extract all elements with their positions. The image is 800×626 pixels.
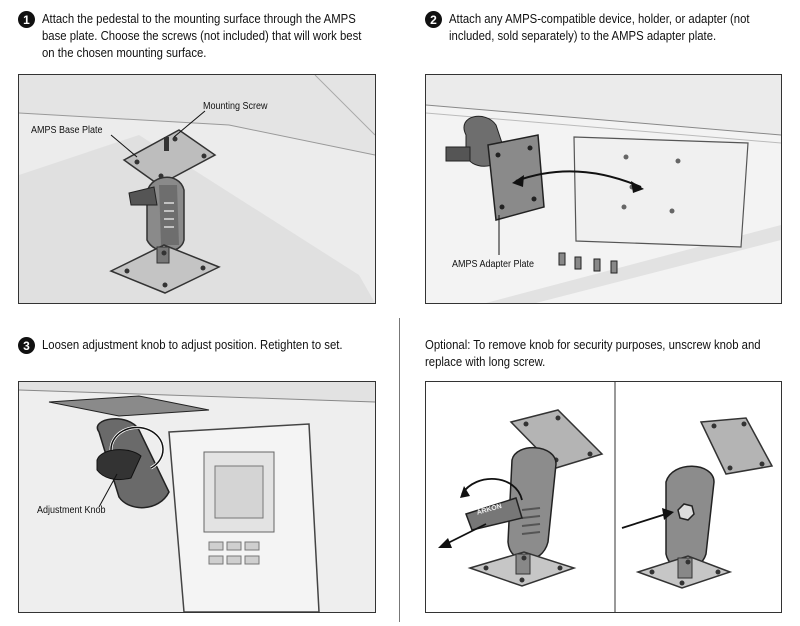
optional-text: Optional: To remove knob for security pu… [425, 338, 761, 369]
adjustment-knob-label: Adjustment Knob [37, 505, 106, 516]
mounting-screw-label: Mounting Screw [203, 101, 268, 112]
step-2-number: 2 [425, 11, 442, 28]
step-1-number: 1 [18, 11, 35, 28]
step-3-illustration: Adjustment Knob [18, 381, 376, 613]
step-1-text: Attach the pedestal to the mounting surf… [42, 12, 362, 60]
amps-base-plate-label: AMPS Base Plate [31, 125, 103, 136]
step-1: 1 Attach the pedestal to the mounting su… [18, 11, 442, 62]
section-divider [399, 318, 400, 622]
step-3-text: Loosen adjustment knob to adjust positio… [42, 338, 343, 352]
step-3-number: 3 [18, 337, 35, 354]
step-3: 3 Loosen adjustment knob to adjust posit… [18, 337, 422, 354]
optional-illustration: ARKON [425, 381, 782, 613]
step-1-illustration: Mounting Screw AMPS Base Plate [18, 74, 376, 304]
step-2-text: Attach any AMPS-compatible device, holde… [449, 12, 750, 43]
optional-note: Optional: To remove knob for security pu… [425, 337, 800, 371]
step-2: 2 Attach any AMPS-compatible device, hol… [425, 11, 800, 45]
step-2-illustration: AMPS Adapter Plate [425, 74, 782, 304]
amps-adapter-plate-label: AMPS Adapter Plate [452, 259, 535, 270]
